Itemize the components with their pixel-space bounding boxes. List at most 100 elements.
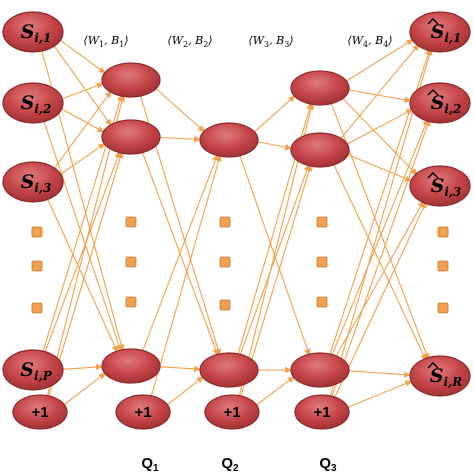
connection-edge (346, 109, 413, 145)
ellipsis-dot (437, 226, 449, 238)
ellipsis-dot (219, 299, 231, 311)
connection-edge (44, 151, 121, 354)
connection-edge (239, 164, 310, 356)
ellipsis-dot (316, 216, 328, 228)
connection-edge (155, 87, 205, 133)
ellipsis-dot (31, 260, 43, 272)
layer-label: Q1 (141, 455, 159, 474)
connection-edge (42, 119, 123, 352)
input-node (2, 161, 64, 203)
input-node (2, 11, 64, 53)
connection-edge (142, 154, 219, 352)
hidden-node (290, 132, 350, 168)
hidden-node (199, 122, 259, 158)
input-node (2, 349, 64, 391)
bias-node (115, 394, 171, 430)
output-node (409, 11, 471, 53)
bias-label: +1 (313, 404, 330, 421)
ellipsis-dot (31, 226, 43, 238)
connection-edge (333, 201, 427, 399)
ellipsis-dot (316, 296, 328, 308)
connection-edge (256, 376, 295, 406)
connection-edge (335, 200, 425, 357)
bias-node (204, 394, 260, 430)
output-node-label: Si,1 (431, 21, 462, 45)
output-node-label: Si,R (430, 365, 462, 389)
weight-bias-label: ⟨W4, B4⟩ (347, 34, 392, 49)
connection-edge (159, 135, 201, 143)
hidden-node (101, 348, 161, 384)
hat-accent (427, 362, 439, 369)
connection-edge (348, 89, 411, 103)
connection-edge (345, 39, 414, 82)
connection-edge (348, 370, 411, 378)
connection-edge (59, 39, 106, 74)
connection-edge (61, 108, 105, 133)
connection-edge (53, 44, 112, 126)
input-node-label: Si,3 (21, 171, 52, 195)
ellipsis-dot (125, 216, 137, 228)
connection-edge (347, 380, 412, 408)
network-nodes: Si,1Si,2Si,3Si,P Si,1Si,2Si,3Si,R +1 +1 +1 +1 (2, 11, 471, 430)
hidden-node (290, 352, 350, 388)
connection-edge (342, 97, 418, 176)
connection-edge (347, 154, 412, 182)
hidden-node (290, 70, 350, 106)
connection-edge (333, 163, 427, 361)
input-node-label: Si,2 (21, 92, 52, 116)
connection-edge (257, 141, 292, 151)
hidden-node (101, 119, 161, 155)
connection-edge (253, 95, 296, 133)
weight-bias-label: ⟨W1, B1⟩ (83, 34, 128, 49)
ellipsis-dot (437, 302, 449, 314)
ellipsis-dot (31, 302, 43, 314)
connection-edge (150, 154, 222, 397)
connection-edge (62, 363, 103, 371)
weight-bias-label: ⟨W3, B3⟩ (248, 34, 293, 49)
connection-edge (159, 365, 201, 373)
connection-edge (331, 119, 431, 398)
connection-edge (340, 44, 420, 140)
connection-edge (331, 118, 429, 356)
hidden-node (101, 62, 161, 98)
hat-accent (427, 18, 439, 25)
connection-edge (240, 164, 313, 397)
connection-edge (47, 151, 124, 397)
output-node (409, 82, 471, 124)
output-node-label: Si,2 (431, 92, 462, 116)
connection-edge (166, 376, 204, 406)
ellipsis-dot (316, 256, 328, 268)
hat-accent (427, 89, 439, 96)
input-node-label: Si,1 (21, 21, 52, 45)
layer-label: Q2 (221, 455, 239, 474)
ellipsis-dot (219, 216, 231, 228)
bias-node (12, 394, 68, 430)
bias-label: +1 (31, 404, 48, 421)
connection-edge (59, 143, 106, 175)
connection-edge (63, 372, 106, 406)
connection-edge (46, 197, 118, 353)
hidden-node (199, 352, 259, 388)
layer-label: Q3 (319, 455, 337, 474)
bias-label: +1 (134, 404, 151, 421)
connection-edge (62, 82, 104, 100)
hat-accent (427, 172, 439, 179)
output-node (409, 165, 471, 207)
input-node (2, 82, 64, 124)
ellipsis-dots (31, 216, 449, 314)
bias-label: +1 (223, 404, 240, 421)
output-node (409, 355, 471, 397)
connection-edge (53, 91, 112, 170)
ellipsis-dot (219, 256, 231, 268)
weight-bias-label: ⟨W2, B2⟩ (167, 34, 212, 49)
ellipsis-dot (125, 296, 137, 308)
ellipsis-dot (125, 256, 137, 268)
connection-edges (40, 39, 433, 408)
output-node-label: Si,3 (431, 175, 462, 199)
ellipsis-dot (437, 260, 449, 272)
bias-node (294, 394, 350, 430)
input-node-label: Si,P (20, 359, 52, 383)
diagram-labels: ⟨W1, B1⟩ ⟨W2, B2⟩ ⟨W3, B3⟩ ⟨W4, B4⟩ Q1 Q2 Q3 (83, 34, 392, 474)
